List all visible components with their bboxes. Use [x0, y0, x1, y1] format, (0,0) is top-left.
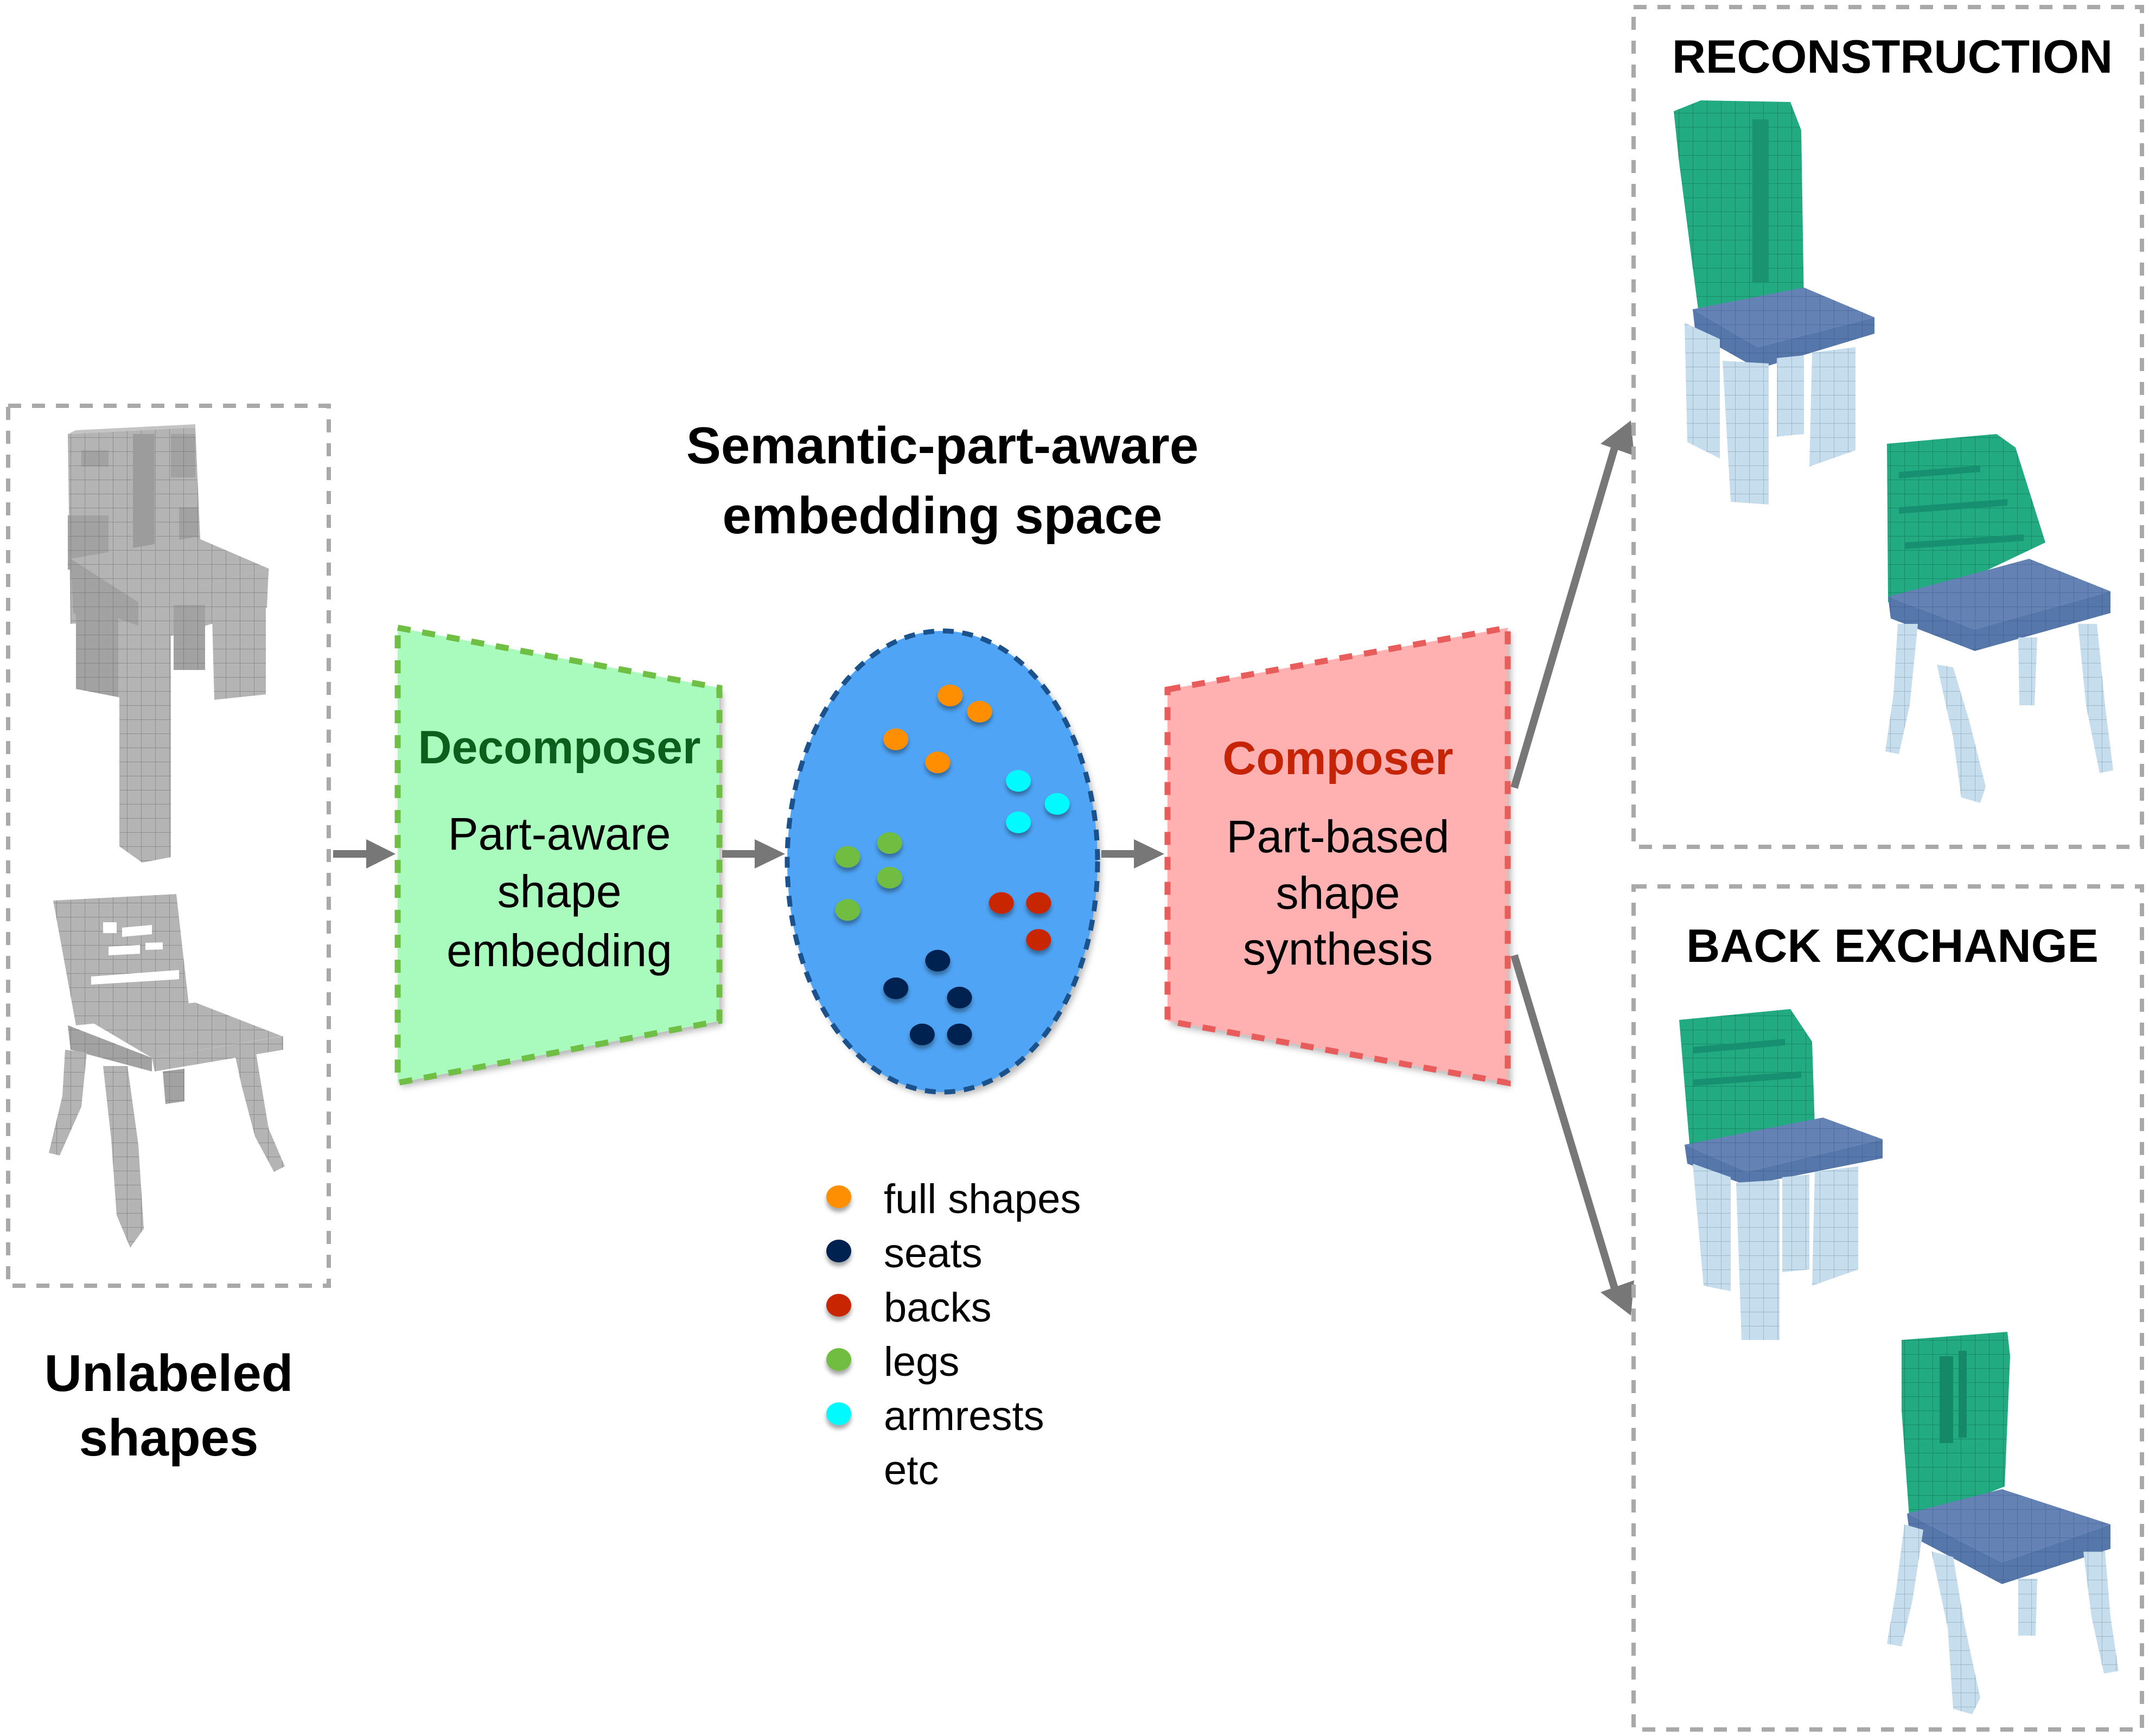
- embedding-title-line-1: Semantic-part-aware: [686, 417, 1198, 475]
- input-label-line-1: Unlabeled: [44, 1344, 294, 1402]
- legend-swatch: [826, 1348, 851, 1371]
- legend-swatch: [826, 1402, 851, 1425]
- decomposer-body-line-2: shape: [498, 866, 622, 917]
- legend-etc-label: etc: [884, 1447, 939, 1494]
- legend-item: legs: [826, 1339, 959, 1385]
- composer-body-line-1: Part-based: [1227, 811, 1450, 862]
- reconstruction-title: RECONSTRUCTION: [1672, 31, 2113, 83]
- embedding-points: [835, 685, 1070, 1045]
- embedding-point-armrests: [1044, 793, 1070, 815]
- arrow-composer-to-back-exchange: [1510, 954, 1634, 1316]
- embedding-point-legs: [835, 899, 860, 921]
- decomposer-title: Decomposer: [418, 722, 701, 774]
- arrow-composer-to-reconstruction: [1510, 420, 1634, 789]
- decomposer-body-line-1: Part-aware: [448, 808, 671, 859]
- legend-label: seats: [884, 1230, 983, 1277]
- embedding-point-armrests: [1006, 770, 1031, 792]
- arrow-embedding-to-composer: [1101, 839, 1164, 869]
- legend-swatch: [826, 1240, 851, 1262]
- back-exchange-chair-1: [1679, 1009, 1883, 1340]
- legend-label: full shapes: [884, 1176, 1081, 1222]
- arrow-input-to-decomposer: [333, 839, 396, 869]
- embedding-point-seats: [909, 1023, 935, 1045]
- embedding-point-legs: [835, 846, 860, 868]
- legend-label: backs: [884, 1285, 992, 1331]
- legend-item: full shapes: [826, 1176, 1081, 1222]
- input-chair-2: [49, 894, 285, 1248]
- composer-body-line-3: synthesis: [1243, 923, 1433, 974]
- decomposer-body-line-3: embedding: [447, 925, 672, 976]
- back-exchange-title: BACK EXCHANGE: [1686, 920, 2099, 972]
- reconstruction-panel-border: [1631, 5, 2144, 849]
- embedding-point-full-shapes: [967, 700, 992, 723]
- composer-body-line-2: shape: [1276, 867, 1400, 918]
- embedding-point-seats: [883, 977, 909, 999]
- embedding-point-backs: [989, 892, 1014, 914]
- embedding-point-full-shapes: [925, 751, 951, 774]
- embedding-point-legs: [877, 866, 902, 889]
- input-label-line-2: shapes: [79, 1409, 259, 1467]
- embedding-point-full-shapes: [883, 728, 909, 750]
- embedding-title-line-2: embedding space: [723, 487, 1163, 545]
- legend-item: armrests: [826, 1393, 1044, 1439]
- embedding-point-backs: [1026, 929, 1051, 951]
- embedding-point-backs: [1026, 892, 1051, 914]
- legend-label: armrests: [884, 1393, 1044, 1439]
- embedding-point-full-shapes: [938, 685, 963, 706]
- embedding-point-armrests: [1006, 811, 1031, 833]
- legend-swatch: [826, 1185, 851, 1208]
- back-exchange-chair-2: [1887, 1332, 2119, 1714]
- legend-swatch: [826, 1294, 851, 1317]
- arrow-decomposer-to-embedding: [722, 839, 785, 869]
- embedding-point-seats: [925, 949, 951, 972]
- embedding-point-seats: [947, 986, 972, 1009]
- legend-item: backs: [826, 1285, 992, 1331]
- embedding-space: [785, 628, 1100, 1095]
- back-exchange-panel-border: [1631, 884, 2144, 1732]
- legend: full shapes seats backs legs armrests etc: [826, 1176, 1081, 1494]
- input-chair-1: [68, 424, 269, 863]
- legend-label: legs: [884, 1339, 959, 1385]
- embedding-point-legs: [877, 832, 902, 854]
- composer-block: [1164, 624, 1511, 1087]
- reconstructed-chair-1: [1674, 100, 1874, 505]
- composer-title: Composer: [1222, 732, 1453, 784]
- decomposer-block: [394, 624, 723, 1087]
- reconstructed-chair-2: [1885, 434, 2113, 803]
- embedding-point-seats: [947, 1023, 972, 1045]
- legend-item: seats: [826, 1230, 983, 1277]
- input-panel-border: [6, 404, 331, 1288]
